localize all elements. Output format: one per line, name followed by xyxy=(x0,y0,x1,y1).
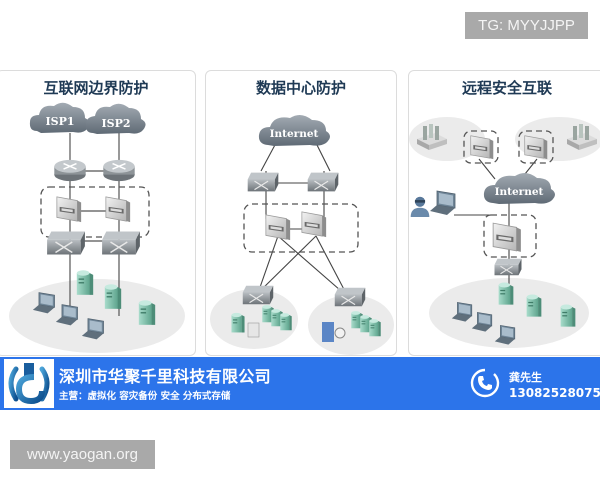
cloud-icon: ISP2 xyxy=(85,103,146,134)
switch-icon xyxy=(334,287,366,307)
switch-icon xyxy=(246,171,280,193)
watermark-bottom: www.yaogan.org xyxy=(10,440,155,469)
company-banner: 深圳市华聚千里科技有限公司 主营：虚拟化 容灾备份 安全 分布式存储 龚先生 1… xyxy=(0,357,600,410)
server-zone xyxy=(210,289,298,349)
server-icon xyxy=(369,319,381,337)
firewall-icon xyxy=(524,135,548,160)
company-name: 深圳市华聚千里科技有限公司 xyxy=(59,367,271,386)
router-icon xyxy=(53,159,87,182)
business-scope: 主营：虚拟化 容灾备份 安全 分布式存储 xyxy=(59,391,231,402)
firewall-icon xyxy=(265,214,291,241)
cloud-label: Internet xyxy=(270,128,319,140)
cloud-label: Internet xyxy=(495,186,544,198)
security-zone-border xyxy=(40,186,150,238)
cloud-label: ISP2 xyxy=(101,117,130,130)
server-icon xyxy=(280,313,292,331)
watermark-top: TG: MYYJJPP xyxy=(465,12,588,39)
security-zone-border xyxy=(463,130,499,164)
contact-phone[interactable]: 13082528075 xyxy=(509,386,600,400)
switch-icon xyxy=(306,171,340,193)
firewall-icon xyxy=(470,135,494,160)
server-icon xyxy=(560,304,576,327)
server-icon xyxy=(138,300,156,325)
remote-user-icon xyxy=(410,196,430,217)
firewall-icon xyxy=(492,222,522,253)
panel-title: 数据中心防护 xyxy=(255,79,346,97)
cloud-icon: Internet xyxy=(483,172,555,204)
magnifier-icon xyxy=(334,327,346,339)
cloud-icon: Internet xyxy=(258,114,330,146)
database-icon xyxy=(247,322,260,338)
server-icon xyxy=(76,270,94,295)
storage-server-icon xyxy=(231,312,245,333)
cloud-label: ISP1 xyxy=(45,115,74,128)
panel-title: 远程安全互联 xyxy=(461,79,552,97)
switch-icon xyxy=(242,285,274,305)
panel-remote-interconnect: 远程安全互联 Internet xyxy=(408,70,600,356)
server-icon xyxy=(526,294,542,317)
remote-diagram: Internet xyxy=(409,117,600,348)
switch-icon xyxy=(493,258,523,276)
laptop-icon xyxy=(429,190,456,216)
firewall-icon xyxy=(105,196,131,223)
server-icon xyxy=(104,284,122,309)
panel-title: 互联网边界防护 xyxy=(43,79,149,97)
phone-icon xyxy=(470,368,500,398)
server-icon xyxy=(498,282,514,305)
panel-datacenter: 数据中心防护 Internet xyxy=(205,70,397,356)
security-zone-border xyxy=(483,214,537,258)
database-server-icon xyxy=(322,322,334,342)
cloud-icon: ISP1 xyxy=(29,102,90,133)
switch-icon xyxy=(101,230,141,256)
contact-name: 龚先生 xyxy=(509,371,542,384)
switch-icon xyxy=(46,230,86,256)
company-logo xyxy=(4,359,54,408)
firewall-icon xyxy=(56,196,82,223)
router-icon xyxy=(102,159,136,182)
security-zone-border xyxy=(518,130,554,164)
lan-zone xyxy=(429,278,589,348)
branch-zone xyxy=(409,117,485,161)
lan-zone xyxy=(9,279,185,353)
datacenter-diagram: Internet xyxy=(210,114,394,355)
firewall-icon xyxy=(301,211,327,238)
security-zone-border xyxy=(243,203,359,253)
panel-internet-boundary: 互联网边界防护 ISP1 ISP2 xyxy=(0,70,196,356)
boundary-diagram: ISP1 ISP2 xyxy=(9,102,185,353)
